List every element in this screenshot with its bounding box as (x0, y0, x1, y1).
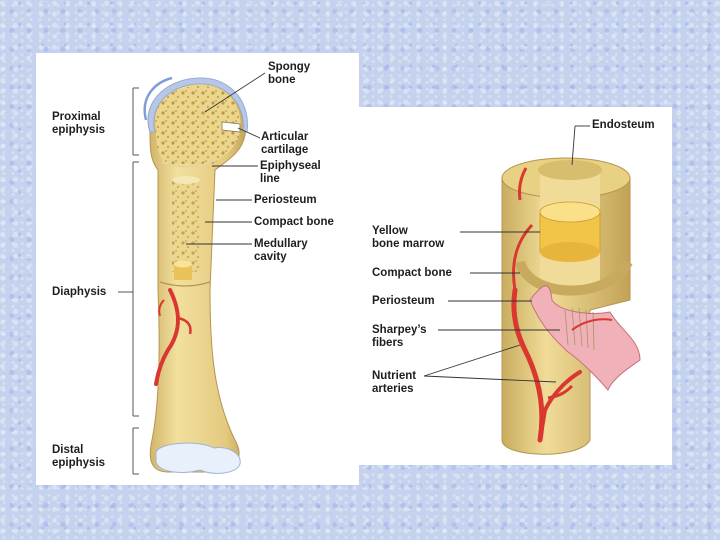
label-articular-cartilage: Articular cartilage (261, 131, 308, 157)
label-compact-bone-right: Compact bone (372, 267, 452, 280)
label-spongy-bone: Spongy bone (268, 61, 310, 87)
label-sharpeys-fibers: Sharpey’s fibers (372, 324, 427, 350)
label-epiphyseal-line: Epiphyseal line (260, 160, 321, 186)
label-compact-bone-left: Compact bone (254, 216, 334, 229)
medullary-cavity (172, 180, 200, 272)
label-medullary-cavity: Medullary cavity (254, 238, 308, 264)
region-brackets (118, 88, 139, 474)
label-nutrient-arteries: Nutrient arteries (372, 370, 416, 396)
label-periosteum-right: Periosteum (372, 295, 435, 308)
shaft-section (502, 158, 640, 454)
label-distal-epiphysis: Distal epiphysis (52, 444, 105, 470)
label-endosteum: Endosteum (592, 119, 655, 132)
label-yellow-bone-marrow: Yellow bone marrow (372, 225, 444, 251)
label-diaphysis: Diaphysis (52, 286, 106, 299)
label-periosteum-left: Periosteum (254, 194, 317, 207)
label-proximal-epiphysis: Proximal epiphysis (52, 111, 105, 137)
long-bone (145, 78, 248, 473)
